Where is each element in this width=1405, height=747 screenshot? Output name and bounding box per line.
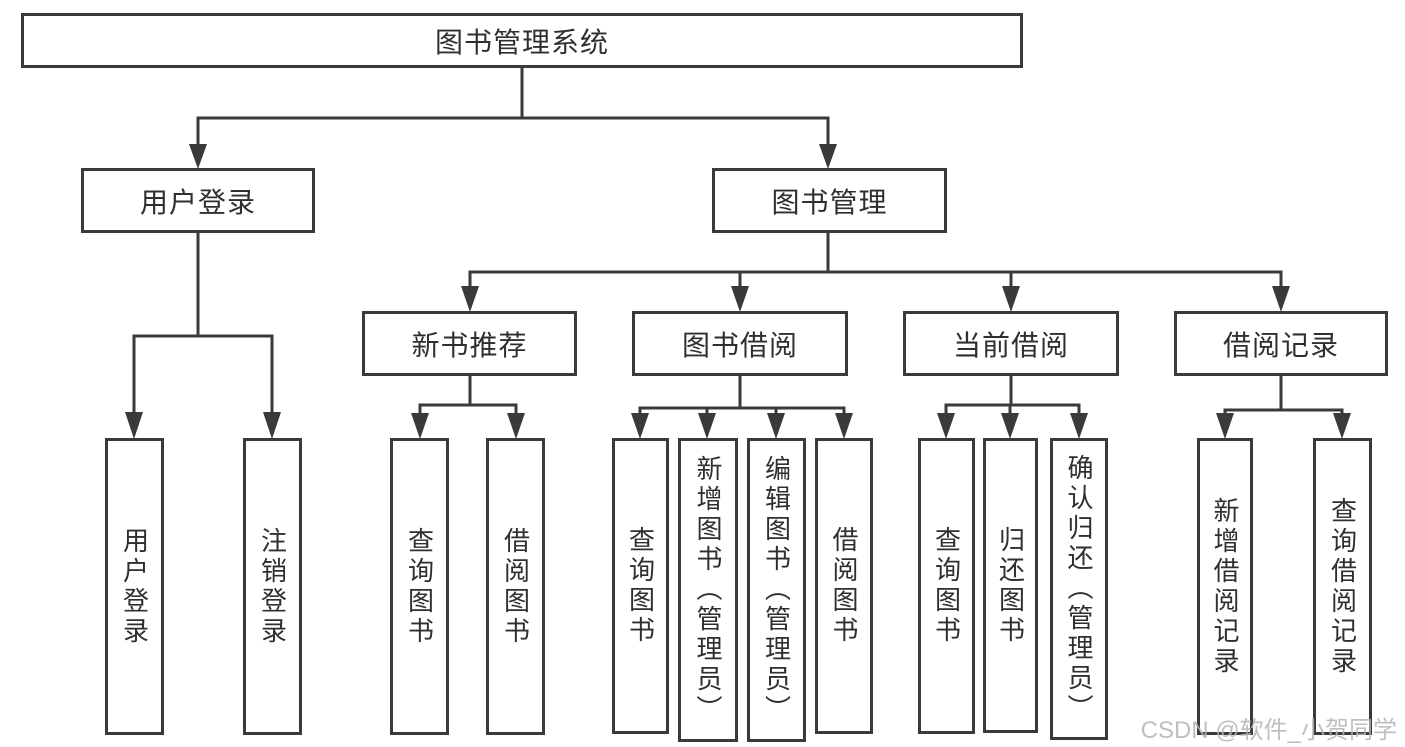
leaf-confirm-return-admin: 确认归还（管理员） [1050,438,1108,740]
leaf-add-books-admin: 新增图书（管理员） [678,438,738,742]
arrow-down-icon [731,286,749,312]
arrow-down-icon [1001,413,1019,439]
leaf-recommend-query-books: 查询图书 [390,438,449,735]
leaf-current-query-books: 查询图书 [918,438,975,734]
leaf-user-login: 用户登录 [105,438,164,735]
node-current-borrow: 当前借阅 [903,311,1119,376]
leaf-recommend-borrow-books: 借阅图书 [486,438,545,735]
node-new-book-recommend: 新书推荐 [362,311,577,376]
node-book-borrow: 图书借阅 [632,311,848,376]
arrow-down-icon [461,286,479,312]
leaf-query-borrow-record: 查询借阅记录 [1313,438,1372,735]
arrow-down-icon [411,413,429,439]
arrow-down-icon [1272,286,1290,312]
leaf-add-borrow-record: 新增借阅记录 [1197,438,1253,735]
arrow-down-icon [189,144,207,169]
arrow-down-icon [1333,413,1351,439]
arrow-down-icon [767,413,785,439]
node-root-library-system: 图书管理系统 [21,13,1023,68]
leaf-borrow-query-books: 查询图书 [612,438,669,734]
leaf-return-books: 归还图书 [983,438,1038,733]
node-book-management: 图书管理 [712,168,947,233]
csdn-watermark: CSDN @软件_小贺同学 [1140,717,1397,744]
arrow-down-icon [631,413,649,439]
arrow-down-icon [937,413,955,439]
arrow-down-icon [263,412,281,439]
arrow-down-icon [835,413,853,439]
arrow-down-icon [1002,286,1020,312]
node-borrow-records: 借阅记录 [1174,311,1388,376]
node-user-login: 用户登录 [81,168,315,233]
arrow-down-icon [819,144,837,169]
arrow-down-icon [125,412,143,439]
arrow-down-icon [507,413,525,439]
leaf-logout: 注销登录 [243,438,302,735]
leaf-edit-books-admin: 编辑图书（管理员） [747,438,806,742]
arrow-down-icon [698,413,716,439]
arrow-down-icon [1216,413,1234,439]
arrow-down-icon [1070,413,1088,439]
leaf-borrow-books: 借阅图书 [815,438,873,734]
